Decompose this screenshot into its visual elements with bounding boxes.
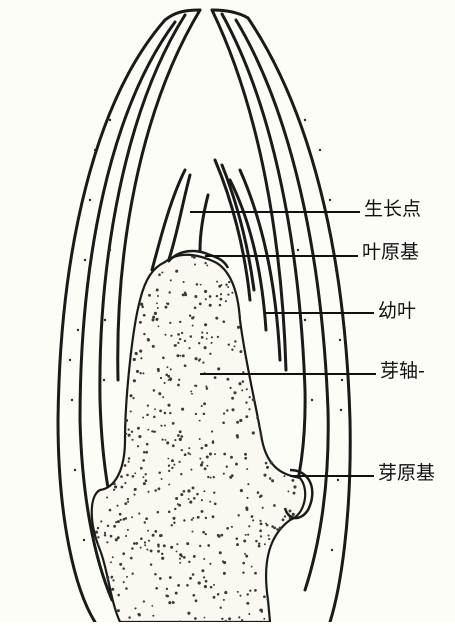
label-young-leaf: 幼叶 (378, 302, 416, 321)
label-growing-point: 生长点 (364, 200, 421, 219)
label-bud-primordium: 芽原基 (378, 464, 435, 483)
label-bud-axis: 芽轴- (380, 362, 425, 381)
label-leaf-primordium: 叶原基 (362, 243, 419, 262)
